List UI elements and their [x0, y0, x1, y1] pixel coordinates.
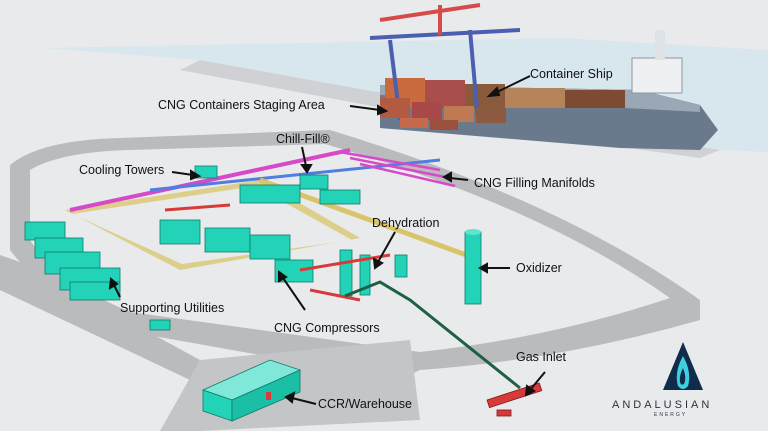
callout-arrows: [108, 75, 546, 405]
label-chill-fill: Chill-Fill®: [276, 132, 330, 146]
oxidizer-stack: [464, 229, 482, 305]
gas-line: [344, 280, 521, 390]
red-piping: [164, 203, 391, 302]
gantry-crane: [369, 3, 521, 121]
label-oxidizer: Oxidizer: [516, 261, 562, 275]
staging-area-containers: [380, 98, 506, 130]
label-container-ship: Container Ship: [530, 67, 613, 81]
ship-containers: [385, 78, 625, 108]
ship-bridge: [631, 57, 683, 94]
label-dehydration: Dehydration: [372, 216, 440, 230]
gas-inlet-equipment: [486, 382, 543, 417]
label-filling-manifolds: CNG Filling Manifolds: [474, 176, 595, 190]
label-cooling-towers: Cooling Towers: [79, 163, 165, 177]
logo-wordmark: ANDALUSIAN: [612, 399, 713, 411]
supporting-utilities-buildings: [24, 221, 171, 331]
label-gas-inlet: Gas Inlet: [516, 350, 567, 364]
logo-subtitle: ENERGY: [654, 412, 688, 418]
label-staging-area: CNG Containers Staging Area: [158, 98, 325, 112]
andalusian-energy-logo-icon: [663, 342, 703, 390]
ccr-warehouse-building: [201, 359, 302, 422]
filling-manifolds: [339, 150, 456, 188]
label-cng-compressors: CNG Compressors: [274, 321, 380, 335]
label-ccr-warehouse: CCR/Warehouse: [318, 397, 413, 411]
label-supporting-utilities: Supporting Utilities: [120, 301, 225, 315]
